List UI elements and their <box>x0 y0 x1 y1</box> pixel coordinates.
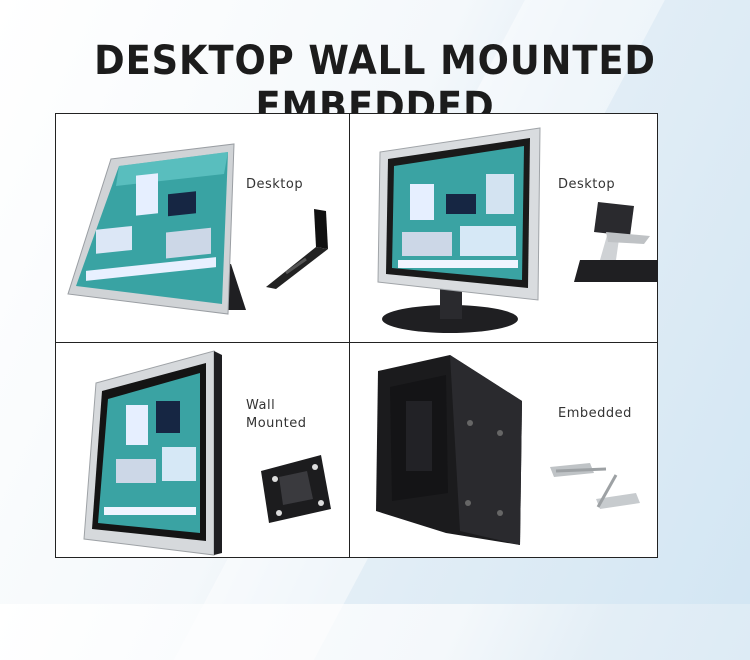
label-wall: Wall <box>246 398 276 413</box>
pedestal-monitor-illustration <box>377 127 658 333</box>
cell-embedded: Embedded <box>350 343 658 558</box>
cell-desktop-bracket: Desktop <box>56 114 349 342</box>
cell-wall-mounted: Wall Mounted <box>56 343 349 558</box>
label-desktop: Desktop <box>246 177 304 192</box>
product-grid: Desktop Desktop <box>55 113 658 558</box>
embedded-chassis-illustration <box>376 355 640 545</box>
label-mounted: Mounted <box>246 416 307 431</box>
cell-desktop-pedestal: Desktop <box>350 114 658 342</box>
grid-divider-vertical <box>349 114 350 557</box>
grid-divider-horizontal <box>56 342 657 343</box>
wall-monitor-illustration <box>83 350 331 556</box>
label-embedded: Embedded <box>558 406 632 421</box>
label-desktop-pedestal: Desktop <box>558 177 616 192</box>
desktop-monitor-illustration <box>67 143 328 315</box>
page-title: DESKTOP WALL MOUNTED EMBEDDED <box>94 38 656 130</box>
